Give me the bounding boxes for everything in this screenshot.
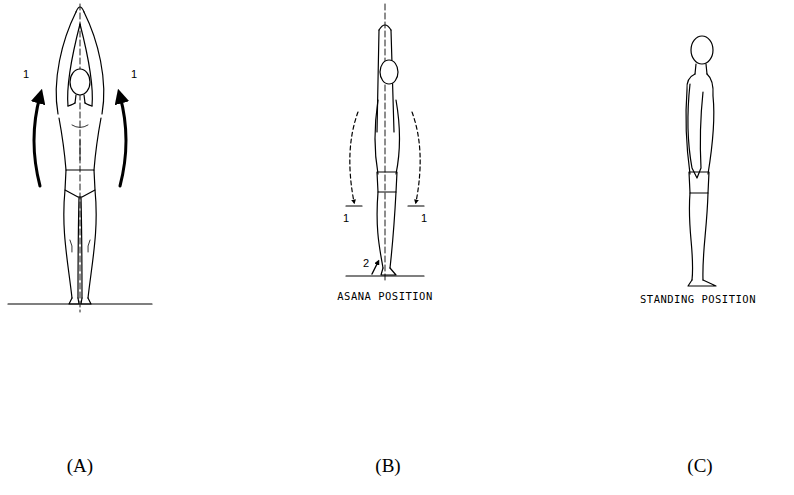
leg-outline — [703, 193, 708, 280]
arm-outline — [688, 84, 703, 178]
leg-outline — [390, 192, 396, 268]
feet-outline — [69, 298, 91, 304]
torso-outline — [94, 118, 101, 170]
torso-outline — [375, 100, 378, 174]
front-figure — [8, 4, 152, 312]
neck-outline — [75, 95, 85, 103]
leg-outline — [88, 190, 96, 298]
leg-outline — [377, 192, 383, 268]
stretch-arc — [412, 112, 420, 202]
position-label: STANDING POSITION — [639, 294, 757, 306]
chest-detail — [72, 125, 88, 160]
callout-number: 1 — [342, 212, 350, 224]
position-label: ASANA POSITION — [336, 291, 434, 303]
heel-arrow — [372, 262, 378, 274]
callout-number: 1 — [420, 212, 428, 224]
torso-outline — [707, 74, 714, 174]
arm-outline — [377, 30, 379, 132]
leg-outline — [81, 197, 82, 298]
head-outline — [691, 36, 713, 64]
briefs-outline — [689, 172, 709, 193]
briefs-outline — [377, 172, 397, 192]
stretch-arc — [350, 112, 358, 202]
callout-number: 2 — [362, 257, 370, 269]
leg-outline — [689, 193, 692, 280]
briefs-outline — [65, 170, 95, 197]
torso-outline — [59, 118, 66, 170]
feet-outline — [381, 268, 396, 275]
raise-arrow — [120, 96, 126, 186]
leg-outline — [78, 197, 79, 298]
ground-line — [8, 303, 152, 304]
shoulder-outline — [68, 103, 92, 106]
figure-caption: (B) — [374, 456, 401, 477]
standing-figure — [686, 36, 716, 286]
tick-mark — [346, 205, 424, 206]
arm-outline — [84, 12, 104, 114]
leg-outline — [64, 190, 72, 298]
figure-caption: (A) — [66, 456, 94, 477]
torso-outline — [396, 100, 400, 174]
callout-number: 1 — [130, 68, 138, 80]
side-figure — [346, 4, 424, 280]
hands-outline — [379, 25, 391, 30]
neck-outline — [695, 64, 707, 74]
feet-outline — [688, 280, 716, 286]
raise-arrow — [34, 96, 40, 186]
head-outline — [70, 69, 90, 95]
figure-caption: (C) — [686, 456, 713, 477]
hands-outline — [76, 7, 84, 12]
head-outline — [380, 60, 398, 84]
knee-detail — [70, 240, 90, 252]
center-line — [385, 4, 386, 280]
arm-outline — [56, 12, 76, 114]
callout-number: 1 — [22, 68, 30, 80]
